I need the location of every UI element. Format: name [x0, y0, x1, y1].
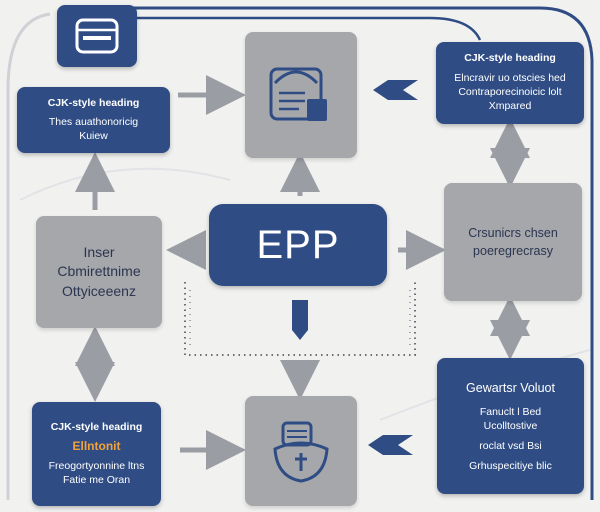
- panel-line: Ottyiceeenz: [62, 282, 136, 299]
- connector-diamond: [373, 80, 418, 100]
- panel-line: Xmpared: [488, 100, 532, 113]
- mid-right-panel: Crsunicrs chsen poeregrecrasy: [444, 183, 582, 301]
- panel-line: Gewartsr Voluot: [466, 380, 555, 395]
- panel-line: Freogortyonnine ltns: [48, 460, 145, 473]
- panel-accent: Ellntonit: [72, 439, 121, 454]
- panel-line: Grhuspecitiye blic: [469, 460, 552, 473]
- frame-line: [130, 16, 482, 41]
- pointer-bar: [292, 300, 308, 330]
- panel-line: Inser: [83, 243, 115, 260]
- panel-line: Kuiew: [79, 130, 108, 143]
- dotted-bracket: [189, 290, 411, 348]
- database-icon: [75, 18, 119, 54]
- panel-line: Contraporecinoicic lolt: [458, 86, 562, 99]
- panel-line: Thes auathonoricig: [48, 116, 139, 129]
- top-left-panel: CJK-style heading Thes auathonoricig Kui…: [17, 87, 170, 153]
- shield-icon-box: [245, 396, 357, 506]
- panel-line: Ucolltostive: [483, 419, 538, 432]
- panel-line: roclat vsd Bsi: [479, 440, 542, 453]
- panel-line: Elncravir uo otscies hed: [454, 72, 566, 85]
- center-label: EPP: [256, 222, 340, 267]
- database-icon-box: [57, 5, 137, 67]
- panel-line: Fanuclt l Bed: [479, 405, 542, 418]
- panel-line: Fatie me Oran: [62, 474, 131, 487]
- panel-title: CJK-style heading: [50, 420, 143, 433]
- bottom-left-panel: CJK-style heading Ellntonit Freogortyonn…: [32, 402, 161, 506]
- bottom-right-panel: Gewartsr Voluot Fanuclt l Bed Ucolltosti…: [437, 358, 584, 494]
- frame-line: [6, 12, 51, 500]
- center-epp-node: EPP: [209, 204, 387, 286]
- pointer-tip: [292, 330, 308, 340]
- panel-title: CJK-style heading: [47, 96, 140, 109]
- panel-line: poeregrecrasy: [473, 244, 553, 258]
- frame-line: [19, 167, 231, 201]
- document-icon-box: [245, 32, 357, 158]
- panel-line: Cbmirettnime: [57, 263, 141, 280]
- panel-line: Crsunicrs chsen: [468, 225, 558, 240]
- document-icon: [269, 67, 327, 121]
- connector-diamond: [368, 435, 413, 455]
- panel-title: CJK-style heading: [464, 52, 556, 65]
- mid-left-panel: Inser Cbmirettnime Ottyiceeenz: [36, 216, 162, 328]
- frame-line: [60, 6, 594, 500]
- shield-lock-icon: [273, 421, 329, 483]
- dotted-bracket: [184, 282, 416, 356]
- top-right-panel: CJK-style heading Elncravir uo otscies h…: [436, 42, 584, 124]
